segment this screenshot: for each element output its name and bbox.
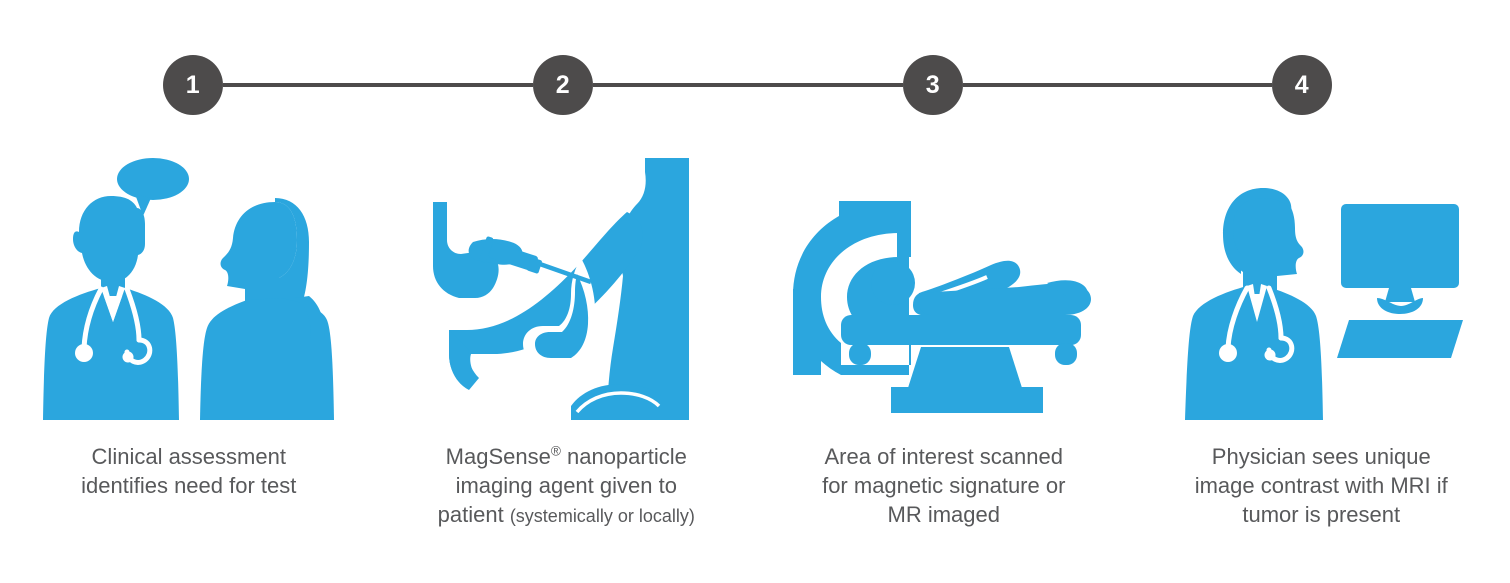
syringe-injection-icon — [433, 158, 690, 420]
step-3-icon-wrap — [755, 150, 1133, 420]
step-3-caption: Area of interest scanned for magnetic si… — [774, 442, 1114, 529]
step-marker-2[interactable]: 2 — [533, 55, 593, 115]
step-4-caption-line-1: Physician sees unique — [1211, 444, 1431, 469]
step-column-2: MagSense® nanoparticle imaging agent giv… — [378, 150, 756, 583]
step-2-caption-line-1-rest: nanoparticle — [560, 444, 687, 469]
step-columns: Clinical assessment identifies need for … — [0, 150, 1510, 583]
step-2-icon-wrap — [378, 150, 756, 420]
step-column-1: Clinical assessment identifies need for … — [0, 150, 378, 583]
step-4-caption-line-2: image contrast with MRI if — [1194, 473, 1448, 498]
step-column-4: Physician sees unique image contrast wit… — [1133, 150, 1510, 583]
step-2-caption-line-3: patient — [437, 502, 510, 527]
step-2-caption-parenthetical: (systemically or locally) — [509, 506, 695, 526]
step-4-caption: Physician sees unique image contrast wit… — [1151, 442, 1491, 529]
step-3-caption-line-2: for magnetic signature or — [822, 473, 1066, 498]
step-number-track: 1 2 3 4 — [0, 0, 1510, 150]
step-2-caption: MagSense® nanoparticle imaging agent giv… — [396, 442, 736, 531]
step-column-3: Area of interest scanned for magnetic si… — [755, 150, 1133, 583]
step-3-caption-line-1: Area of interest scanned — [824, 444, 1063, 469]
step-number-2: 2 — [555, 70, 571, 99]
physician-monitor-icon — [1185, 188, 1464, 420]
step-2-caption-brand: MagSense — [445, 444, 551, 469]
connector-line-3-4 — [963, 83, 1272, 87]
step-4-icon-wrap — [1133, 150, 1510, 420]
step-1-caption: Clinical assessment identifies need for … — [19, 442, 359, 500]
step-4-caption-line-3: tumor is present — [1242, 502, 1401, 527]
step-1-caption-line-1: Clinical assessment — [91, 444, 286, 469]
step-3-caption-line-3: MR imaged — [887, 502, 1000, 527]
step-marker-1[interactable]: 1 — [163, 55, 223, 115]
step-1-icon-wrap — [0, 150, 378, 420]
mri-scanner-icon — [792, 201, 1091, 413]
step-marker-4[interactable]: 4 — [1272, 55, 1332, 115]
step-number-1: 1 — [185, 70, 201, 99]
connector-line-2-3 — [593, 83, 903, 87]
doctor-patient-consultation-icon — [42, 158, 334, 420]
registered-trademark-mark: ® — [550, 443, 561, 459]
step-2-caption-line-2: imaging agent given to — [455, 473, 677, 498]
connector-line-1-2 — [223, 83, 533, 87]
step-number-4: 4 — [1294, 70, 1310, 99]
step-number-3: 3 — [925, 70, 941, 99]
step-1-caption-line-2: identifies need for test — [81, 473, 297, 498]
step-marker-3[interactable]: 3 — [903, 55, 963, 115]
